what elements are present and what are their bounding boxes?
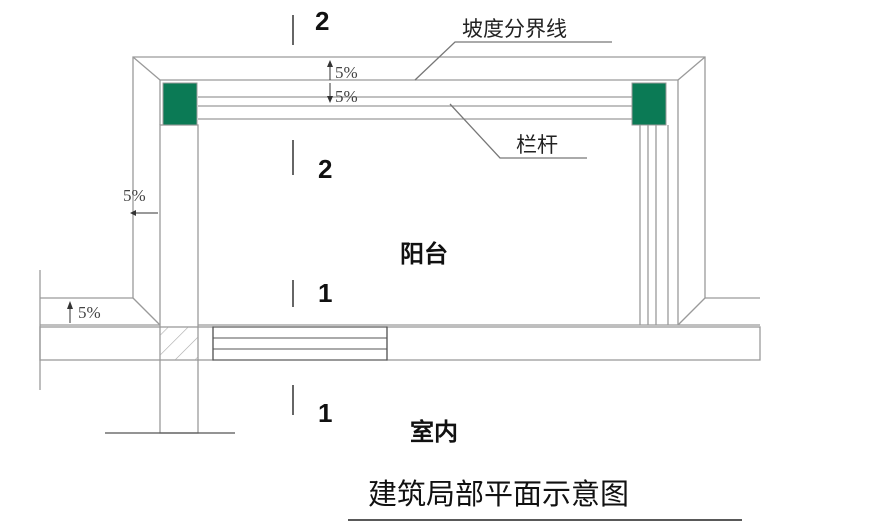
section-1-bottom: 1 [318, 398, 332, 428]
slope-rail-down: 5% [335, 87, 358, 106]
railing-label: 栏杆 [516, 133, 558, 157]
wall-right-segment [386, 326, 761, 361]
walls [39, 124, 761, 434]
section-2-top: 2 [315, 6, 329, 36]
column-left [162, 82, 198, 126]
slope-left-wall: 5% [123, 186, 146, 205]
diagram-title: 建筑局部平面示意图 [368, 477, 629, 511]
indoor-label: 室内 [410, 418, 458, 446]
railing [198, 96, 657, 325]
window [212, 326, 388, 361]
slope-boundary-label: 坡度分界线 [462, 17, 567, 41]
left-wall [159, 124, 199, 434]
column-right [631, 82, 667, 126]
slope-annotations: 5% 5% 5% 5% [67, 60, 358, 323]
balcony-parapet [39, 56, 760, 434]
balcony-label: 阳台 [400, 240, 448, 268]
slope-rail-up: 5% [335, 63, 358, 82]
section-2-bottom: 2 [318, 154, 332, 184]
section-marks: 2 2 1 1 [292, 6, 332, 428]
slope-left-ledge: 5% [78, 303, 101, 322]
section-1-top: 1 [318, 278, 332, 308]
